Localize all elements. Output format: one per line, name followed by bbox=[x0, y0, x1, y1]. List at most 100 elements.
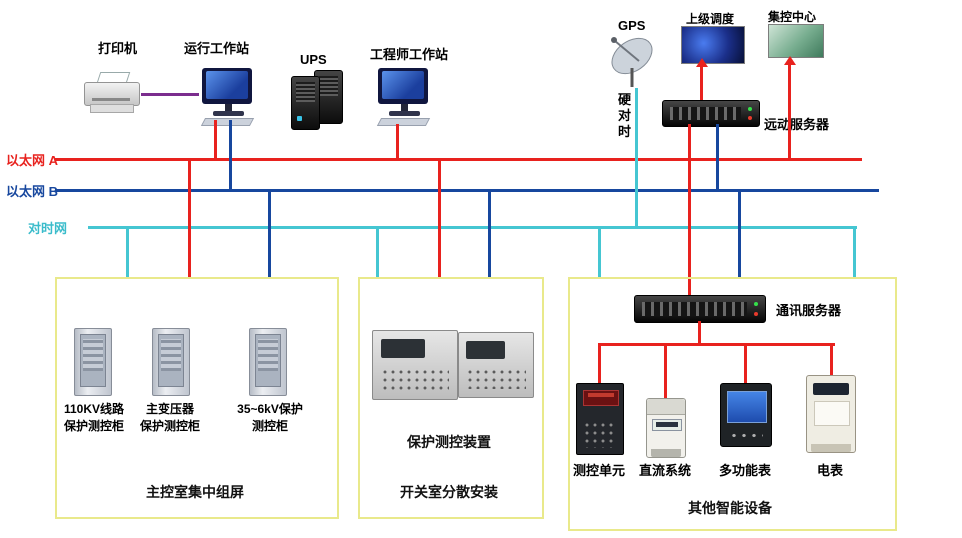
printer-tray bbox=[90, 104, 134, 113]
cabinet-label-line1: 35~6kV保护 bbox=[237, 402, 303, 416]
meter-terminals bbox=[650, 449, 682, 457]
engws-to-a-line bbox=[396, 124, 399, 158]
monitor-base bbox=[389, 111, 420, 116]
a-to-leftbox-line bbox=[188, 158, 191, 277]
measuring-unit-label: 测控单元 bbox=[572, 463, 625, 478]
protection-device-icon-2 bbox=[458, 332, 534, 398]
cabinet-racks bbox=[161, 339, 181, 371]
measuring-unit-icon bbox=[576, 383, 624, 455]
meter-terminals bbox=[810, 443, 852, 452]
device-buttons bbox=[466, 367, 526, 390]
cabinet-label-line2: 保护测控柜 bbox=[63, 419, 124, 433]
device-screen bbox=[466, 340, 505, 359]
cabinet-label-line2: 保护测控柜 bbox=[139, 419, 200, 433]
gps-label: GPS bbox=[618, 18, 646, 33]
cabinet-110kv-icon bbox=[74, 328, 112, 396]
ups-vents bbox=[296, 82, 315, 102]
meter-display bbox=[652, 418, 682, 432]
server-to-a-and-commserver-line bbox=[688, 124, 691, 295]
other-smart-devices-box bbox=[568, 277, 897, 531]
monitor-base bbox=[213, 111, 244, 116]
comm-server-icon bbox=[634, 295, 766, 323]
upper-dispatch-label: 上级调度 bbox=[686, 12, 735, 26]
ups-vents bbox=[319, 76, 338, 96]
rack-led-green bbox=[748, 107, 752, 111]
protection-device-label: 保护测控装置 bbox=[407, 434, 491, 450]
distribution-h-line bbox=[598, 343, 835, 346]
left-box-caption: 主控室集中组屏 bbox=[146, 484, 244, 500]
meter-lcd bbox=[727, 391, 767, 424]
timebus-to-middlebox-line bbox=[376, 226, 379, 277]
ethernet-a-bus-line bbox=[55, 158, 862, 161]
ups-icon bbox=[288, 70, 344, 130]
cabinet-35-6kv-label: 35~6kV保护 测控柜 bbox=[230, 400, 310, 434]
meter-digits bbox=[656, 422, 678, 427]
meter-display bbox=[812, 382, 850, 395]
meter-nameplate bbox=[814, 401, 850, 426]
cabinet-transformer-icon bbox=[152, 328, 190, 396]
timebus-to-rightbox-line-2 bbox=[853, 226, 856, 277]
device-screen bbox=[381, 339, 426, 359]
rack-led-red bbox=[748, 116, 752, 120]
rack-led-red bbox=[754, 312, 758, 316]
ups-led bbox=[297, 116, 302, 121]
ups-label: UPS bbox=[300, 52, 327, 67]
monitor-stand bbox=[225, 104, 232, 112]
protection-device-icon-1 bbox=[372, 330, 458, 400]
main-control-room-box bbox=[55, 277, 339, 519]
cabinet-label-line2: 测控柜 bbox=[251, 419, 288, 433]
server-to-dispatch-line bbox=[700, 66, 703, 100]
engineer-workstation-icon bbox=[374, 68, 434, 126]
operator-workstation-icon bbox=[198, 68, 258, 126]
dispatch-arrow-icon bbox=[696, 58, 708, 67]
middle-box-caption: 开关室分散安装 bbox=[400, 484, 498, 500]
dc-system-label: 直流系统 bbox=[638, 463, 691, 478]
multifunction-meter-icon bbox=[720, 383, 772, 447]
gps-dish-icon bbox=[606, 32, 658, 95]
cabinet-label-line1: 主变压器 bbox=[145, 402, 194, 416]
meter-head bbox=[647, 399, 685, 416]
right-box-caption: 其他智能设备 bbox=[688, 500, 772, 516]
cabinet-110kv-label: 110KV线路 保护测控柜 bbox=[56, 400, 132, 434]
ethernet-b-bus-line bbox=[55, 189, 879, 192]
cabinet-transformer-label: 主变压器 保护测控柜 bbox=[138, 400, 202, 434]
central-control-image bbox=[768, 24, 824, 58]
rack-ports bbox=[642, 302, 747, 316]
printer-icon bbox=[82, 72, 140, 114]
b-to-leftbox-line bbox=[268, 189, 271, 277]
printer-body bbox=[84, 82, 140, 106]
hard-time-sync-label: 硬对时 bbox=[618, 92, 632, 139]
remote-server-icon bbox=[662, 100, 760, 127]
monitor-screen bbox=[378, 68, 428, 104]
a-to-middlebox-line bbox=[438, 158, 441, 277]
cabinet-racks bbox=[258, 339, 278, 371]
timebus-to-leftbox-line bbox=[126, 226, 129, 277]
electric-meter-label: 电表 bbox=[816, 463, 843, 478]
b-to-rightbox-line bbox=[738, 189, 741, 277]
drop-to-dc-line bbox=[664, 343, 667, 398]
switchgear-room-box bbox=[358, 277, 544, 519]
mcu-keys bbox=[582, 421, 618, 448]
keyboard bbox=[376, 118, 431, 126]
opws-to-b-line bbox=[229, 120, 232, 189]
drop-to-multimeter-line bbox=[744, 343, 747, 383]
dc-system-icon bbox=[646, 398, 686, 458]
device-buttons bbox=[381, 367, 449, 391]
mcu-display bbox=[583, 390, 619, 407]
comm-server-label: 通讯服务器 bbox=[776, 303, 842, 318]
drop-to-mcu-line bbox=[598, 343, 601, 383]
commserver-drop-line bbox=[698, 321, 701, 345]
printer-slot bbox=[92, 98, 130, 101]
cabinet-35-6kv-icon bbox=[249, 328, 287, 396]
timebus-to-rightbox-line bbox=[598, 226, 601, 277]
mcu-display-bar bbox=[587, 392, 615, 398]
cabinet-label-line1: 110KV线路 bbox=[63, 402, 125, 416]
b-to-middlebox-line bbox=[488, 189, 491, 277]
electric-meter-icon bbox=[806, 375, 856, 453]
central-control-label: 集控中心 bbox=[768, 10, 817, 24]
opws-to-a-line bbox=[214, 120, 217, 158]
server-to-central-line bbox=[788, 64, 791, 158]
monitor-stand bbox=[401, 104, 408, 112]
remote-server-label: 远动服务器 bbox=[764, 117, 830, 132]
monitor-glass bbox=[206, 71, 248, 99]
